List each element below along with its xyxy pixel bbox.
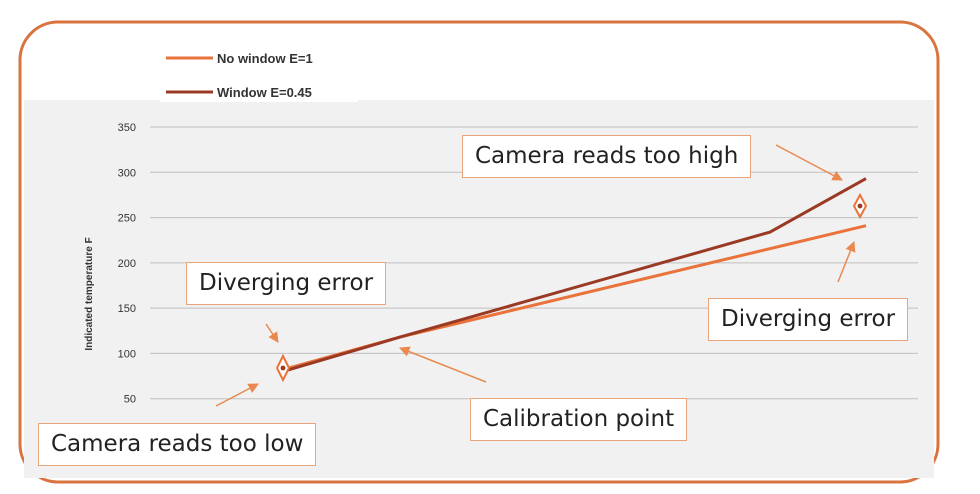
callout-calibration-point: Calibration point [470, 398, 688, 441]
legend [160, 40, 358, 102]
divergence-markers [275, 192, 868, 383]
series-line-window [285, 177, 867, 373]
y-tick-label-250: 250 [118, 213, 136, 225]
annotation-arrows [215, 144, 856, 407]
divergence-marker-left-dot [280, 365, 286, 371]
y-tick-label-50: 50 [124, 394, 136, 406]
arrow-diverging-left [265, 323, 279, 343]
arrow-too-high [775, 144, 843, 181]
y-axis-label: Indicated temperature F [84, 237, 95, 350]
divergence-marker-right-dot [857, 203, 863, 209]
callout-camera-reads-too-high: Camera reads too high [462, 135, 752, 178]
legend-label-no-window: No window E=1 [217, 51, 313, 66]
y-axis-ticks: 50 100 150 200 250 300 350 [118, 122, 136, 406]
callout-diverging-error-left: Diverging error [186, 262, 387, 305]
y-tick-label-200: 200 [118, 258, 136, 270]
callout-diverging-error-right: Diverging error [708, 298, 909, 341]
y-tick-label-150: 150 [118, 303, 136, 315]
series-lines [285, 177, 867, 373]
arrow-calibration [399, 346, 487, 383]
y-tick-label-300: 300 [118, 167, 136, 179]
arrow-diverging-right [837, 241, 856, 283]
callout-camera-reads-too-low: Camera reads too low [38, 423, 317, 466]
y-tick-label-350: 350 [118, 122, 136, 134]
arrow-too-low [215, 383, 259, 407]
legend-label-window: Window E=0.45 [217, 85, 312, 100]
y-tick-label-100: 100 [118, 348, 136, 360]
